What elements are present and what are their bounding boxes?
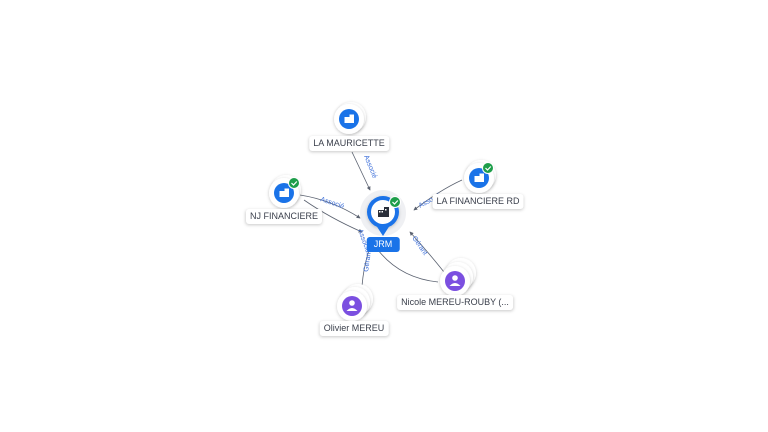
edge-nj-financiere-associe-2[interactable]: [303, 199, 363, 233]
building-icon: [378, 207, 389, 217]
edge-label-olivier-mereu-gerant: Gérant: [363, 250, 373, 272]
edge-nicole-mereu-rouby-link[interactable]: [377, 249, 439, 283]
edges: [299, 151, 463, 287]
node-la-financiere-rd[interactable]: [464, 160, 496, 193]
check-icon: [288, 177, 300, 189]
edge-label-nicole-mereu-rouby: Gérant: [410, 235, 428, 257]
person-icon: [449, 275, 461, 286]
edge-la-financiere-rd-associe[interactable]: [413, 179, 463, 211]
node-label-nj-financiere[interactable]: NJ FINANCIERE: [245, 209, 323, 224]
check-icon: [389, 196, 401, 208]
check-icon: [482, 162, 494, 174]
center-node-label[interactable]: JRM: [366, 237, 400, 252]
building-icon: [279, 188, 289, 197]
node-label-nicole-mereu-rouby[interactable]: Nicole MEREU-ROUBY (...: [397, 295, 513, 310]
node-nj-financiere[interactable]: [269, 175, 301, 208]
node-center-jrm[interactable]: [360, 190, 406, 236]
edge-label-la-mauricette: Associé: [362, 154, 378, 179]
edge-la-mauricette-associe[interactable]: [351, 151, 371, 191]
node-label-la-financiere-rd[interactable]: LA FINANCIERE RD: [432, 194, 524, 209]
building-icon: [474, 173, 484, 182]
edge-nicole-mereu-rouby-gerant[interactable]: [409, 231, 445, 273]
person-icon: [346, 300, 358, 311]
node-nicole-mereu-rouby[interactable]: [440, 258, 476, 296]
building-icon: [344, 114, 354, 123]
edge-nj-financiere-associe[interactable]: [299, 194, 361, 219]
node-olivier-mereu[interactable]: [337, 284, 373, 321]
node-label-la-mauricette[interactable]: LA MAURICETTE: [309, 136, 389, 151]
node-label-olivier-mereu[interactable]: Olivier MEREU: [319, 321, 389, 336]
node-la-mauricette[interactable]: [334, 102, 366, 134]
edge-label-nj-financiere: Associé: [319, 196, 345, 210]
